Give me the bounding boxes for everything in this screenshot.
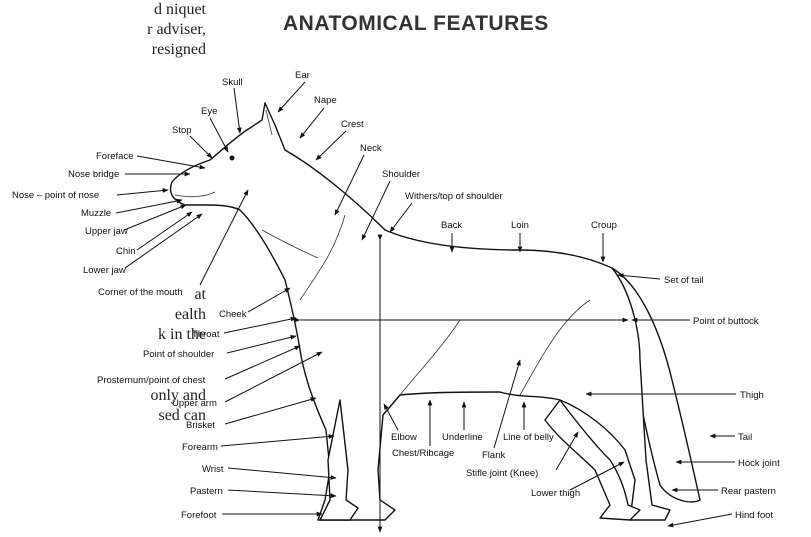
label-forearm: Forearm: [182, 442, 218, 453]
label-back: Back: [441, 220, 462, 231]
label-throat: Throat: [192, 329, 220, 340]
label-rear-pastern: Rear pastern: [721, 486, 776, 497]
leader-point-shoulder: [227, 336, 296, 353]
label-lower-thigh: Lower thigh: [531, 488, 580, 499]
leader-ear: [278, 82, 305, 112]
leader-cheek: [248, 288, 290, 312]
leader-hind-foot: [668, 514, 732, 526]
leader-eye: [210, 118, 228, 152]
label-wrist: Wrist: [202, 464, 224, 475]
leader-withers: [390, 203, 412, 232]
label-point-buttock: Point of buttock: [693, 316, 759, 327]
label-ear: Ear: [295, 70, 310, 81]
label-neck: Neck: [360, 143, 382, 154]
label-nape: Nape: [314, 95, 337, 106]
label-nose: Nose – point of nose: [12, 190, 99, 201]
label-underline: Underline: [442, 432, 483, 443]
label-corner-mouth: Corner of the mouth: [98, 287, 183, 298]
label-hock: Hock joint: [738, 458, 780, 469]
leader-pastern: [228, 490, 336, 496]
label-elbow: Elbow: [391, 432, 417, 443]
label-loin: Loin: [511, 220, 529, 231]
leader-elbow: [384, 404, 398, 430]
leader-wrist: [228, 468, 336, 478]
label-muzzle: Muzzle: [81, 208, 111, 219]
leader-throat: [224, 318, 296, 333]
leader-brisket: [225, 398, 316, 424]
label-withers: Withers/top of shoulder: [405, 191, 503, 202]
leader-nape: [300, 108, 324, 138]
label-nose-bridge: Nose bridge: [68, 169, 119, 180]
label-foreface: Foreface: [96, 151, 134, 162]
label-cheek: Cheek: [219, 309, 247, 320]
label-chest: Chest/Ribcage: [392, 448, 454, 459]
label-upper-jaw: Upper jaw: [85, 226, 128, 237]
label-crest: Crest: [341, 119, 364, 130]
leader-stop: [190, 136, 212, 158]
label-stifle: Stifle joint (Knee): [466, 468, 538, 479]
leader-lower-jaw: [125, 214, 202, 268]
label-tail: Tail: [738, 432, 752, 443]
label-pastern: Pastern: [190, 486, 223, 497]
label-thigh: Thigh: [740, 390, 764, 401]
label-shoulder: Shoulder: [382, 169, 420, 180]
leader-forearm: [221, 436, 334, 446]
label-set-of-tail: Set of tail: [664, 275, 704, 286]
label-flank: Flank: [482, 450, 505, 461]
dog-eye: [230, 156, 235, 161]
leader-chin: [137, 212, 192, 250]
leader-foreface: [137, 156, 205, 168]
leader-upper-jaw: [124, 205, 186, 230]
label-chin: Chin: [116, 246, 136, 257]
label-hind-foot: Hind foot: [735, 510, 773, 521]
label-brisket: Brisket: [186, 420, 215, 431]
label-forefoot: Forefoot: [181, 510, 217, 521]
label-lower-jaw: Lower jaw: [83, 265, 126, 276]
label-stop: Stop: [172, 125, 192, 136]
label-upper-arm: Upper arm: [172, 398, 217, 409]
label-line-belly: Line of belly: [503, 432, 554, 443]
label-skull: Skull: [222, 77, 243, 88]
label-eye: Eye: [201, 106, 217, 117]
leader-skull: [234, 88, 240, 133]
label-prosternum: Prosternum/point of chest: [97, 375, 206, 386]
label-croup: Croup: [591, 220, 617, 231]
label-point-shoulder: Point of shoulder: [143, 349, 214, 360]
leader-crest: [316, 131, 346, 160]
leader-nose: [117, 190, 168, 195]
